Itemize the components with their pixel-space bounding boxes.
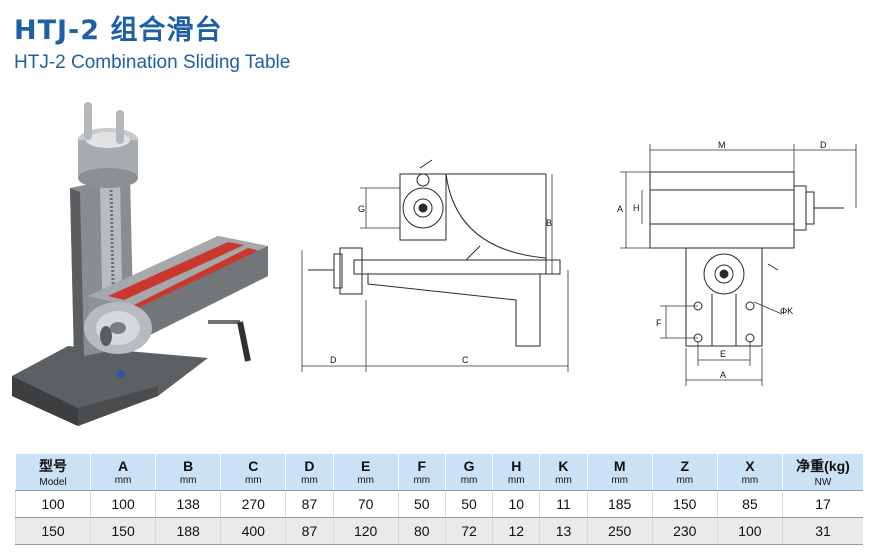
table-cell: 50 <box>444 490 493 518</box>
table-cell: 250 <box>586 517 653 545</box>
front-view-drawing: M D A H F E A ΦK <box>617 140 857 386</box>
dim-a-side-label: A <box>617 204 623 214</box>
table-cell: 100 <box>89 490 156 518</box>
table-cell: 11 <box>539 490 588 518</box>
table-cell: 87 <box>285 517 334 545</box>
table-cell: 70 <box>332 490 399 518</box>
table-cell: 400 <box>220 517 286 545</box>
page-title: HTJ-2 组合滑台 <box>14 15 223 46</box>
table-cell: 100 <box>716 517 783 545</box>
dim-e-label: E <box>720 349 726 359</box>
table-cell: 230 <box>651 517 718 545</box>
table-cell: 80 <box>397 517 446 545</box>
dim-c-label: C <box>462 355 469 365</box>
table-row: 150 150 188 400 87 120 80 72 12 13 250 2… <box>15 517 863 545</box>
table-cell: 188 <box>155 517 221 545</box>
dim-m-label: M <box>718 140 726 150</box>
dim-f-label: F <box>656 318 662 328</box>
page-subtitle: HTJ-2 Combination Sliding Table <box>14 52 291 73</box>
table-cell: 270 <box>220 490 286 518</box>
dim-d-label: D <box>330 355 337 365</box>
table-cell: 85 <box>716 490 783 518</box>
product-photo <box>12 102 268 426</box>
table-cell: 12 <box>492 517 540 545</box>
table-row: 100 100 138 270 87 70 50 50 10 11 185 15… <box>15 490 863 518</box>
dim-d-front-label: D <box>820 140 827 150</box>
table-cell: 17 <box>782 490 863 518</box>
table-cell: 138 <box>155 490 221 518</box>
table-cell: 72 <box>444 517 493 545</box>
table-cell: 100 <box>15 490 91 518</box>
dim-g-label: G <box>358 204 365 214</box>
table-cell: 150 <box>89 517 156 545</box>
dim-h-label: H <box>633 203 640 213</box>
table-cell: 50 <box>397 490 446 518</box>
table-cell: 120 <box>332 517 399 545</box>
table-cell: 150 <box>651 490 718 518</box>
table-cell: 87 <box>285 490 334 518</box>
dim-k-label: ΦK <box>780 306 793 316</box>
table-cell: 150 <box>15 517 91 545</box>
dim-b-label: B <box>546 218 552 228</box>
dim-a-bottom-label: A <box>720 370 726 380</box>
table-cell: 185 <box>586 490 653 518</box>
table-cell: 13 <box>539 517 588 545</box>
side-view-drawing: G B D C <box>301 159 569 372</box>
table-cell: 10 <box>492 490 540 518</box>
col-header: 净重(kg)NW <box>782 454 863 491</box>
table-cell: 31 <box>782 517 863 545</box>
